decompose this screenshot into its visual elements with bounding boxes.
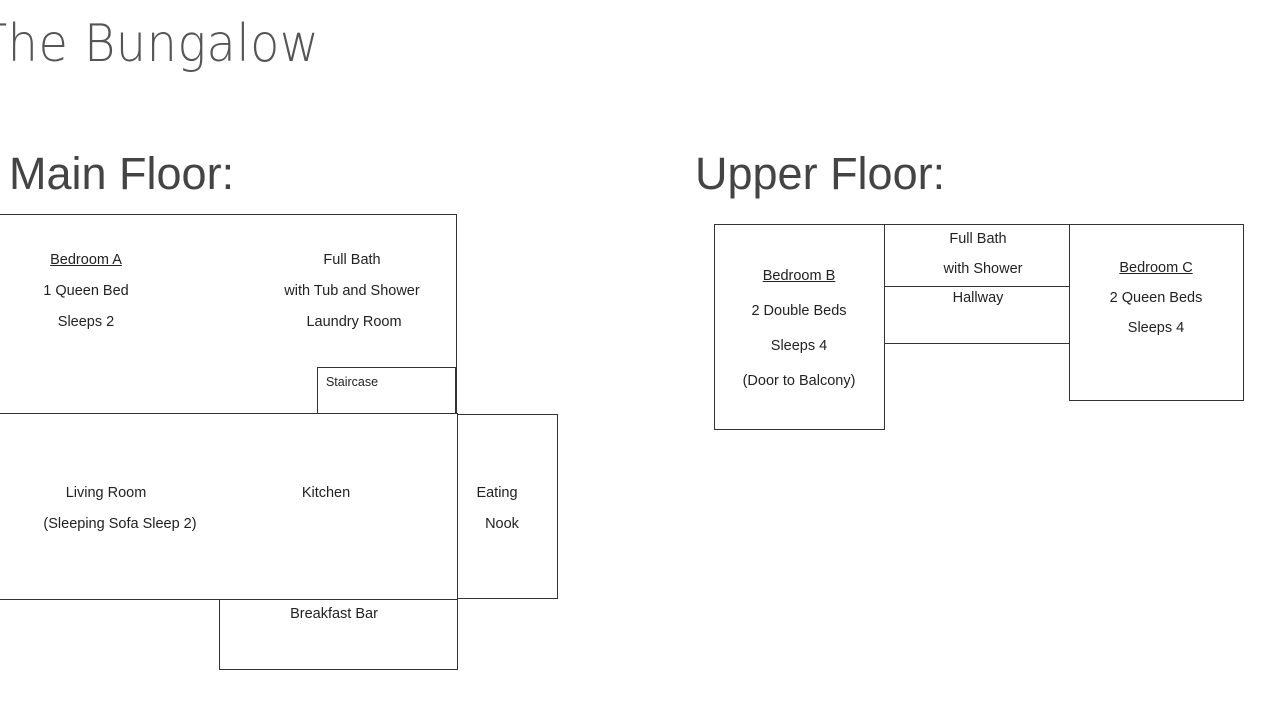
bedroom-b-beds: 2 Double Beds	[751, 303, 847, 319]
bedroom-a-beds: 1 Queen Bed	[43, 283, 129, 299]
living-room-note: (Sleeping Sofa Sleep 2)	[43, 516, 197, 532]
breakfast-bar-label: Breakfast Bar	[290, 606, 378, 622]
bedroom-c-name: Bedroom C	[1119, 260, 1193, 276]
page-title: The Bungalow	[0, 14, 320, 74]
living-kitchen-block	[0, 413, 458, 600]
bedroom-b-note: (Door to Balcony)	[742, 373, 856, 389]
bedroom-b-room	[714, 224, 885, 430]
bedroom-a-name: Bedroom A	[50, 252, 122, 268]
bedroom-c-beds: 2 Queen Beds	[1109, 290, 1203, 306]
bedroom-b-sleeps: Sleeps 4	[770, 338, 828, 354]
upper-full-bath-detail: with Shower	[943, 261, 1023, 277]
staircase-label: Staircase	[325, 375, 379, 389]
eating-nook-line1: Eating	[476, 485, 518, 501]
main-full-bath-label: Full Bath	[323, 252, 381, 268]
upper-floor-heading: Upper Floor:	[695, 148, 946, 199]
main-full-bath-detail: with Tub and Shower	[284, 283, 420, 299]
bedroom-c-sleeps: Sleeps 4	[1127, 320, 1185, 336]
living-room-name: Living Room	[65, 485, 147, 501]
eating-nook-line2: Nook	[485, 516, 519, 532]
breakfast-bar-room	[219, 599, 458, 670]
eating-nook-room	[457, 414, 558, 599]
bedroom-b-name: Bedroom B	[762, 268, 836, 284]
kitchen-label: Kitchen	[301, 485, 351, 501]
bedroom-a-sleeps: Sleeps 2	[57, 314, 115, 330]
main-floor-heading: Main Floor:	[9, 148, 235, 199]
upper-full-bath-label: Full Bath	[949, 231, 1007, 247]
bedroom-c-room	[1069, 224, 1244, 401]
laundry-room-label: Laundry Room	[306, 314, 402, 330]
hallway-label: Hallway	[952, 290, 1004, 306]
